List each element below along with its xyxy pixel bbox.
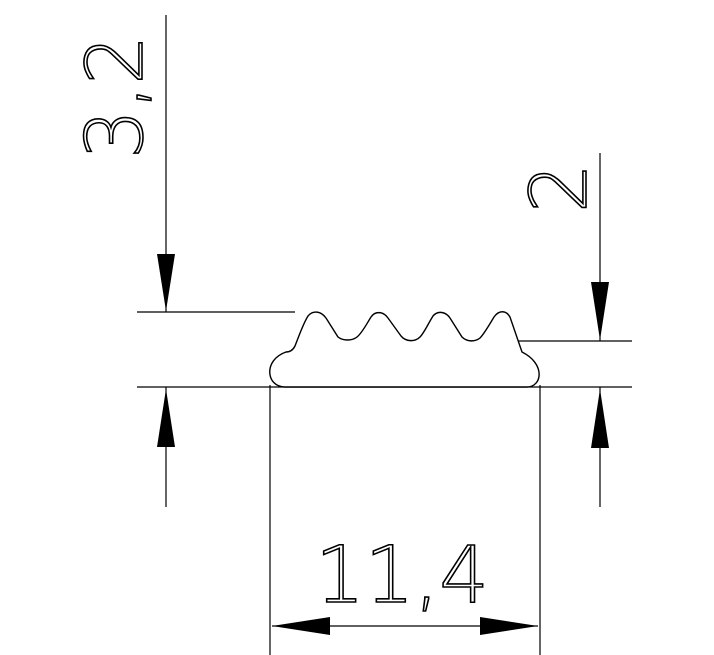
arrow-width-right — [480, 617, 538, 635]
arrow-right-up — [591, 389, 609, 448]
label-height-total: 3,2 — [71, 35, 161, 159]
arrow-left-down — [157, 254, 175, 311]
arrow-width-left — [272, 617, 330, 635]
label-height-base: 2 — [515, 163, 605, 213]
seal-profile — [269, 311, 540, 388]
arrow-right-down — [591, 282, 609, 340]
label-width: 11,4 — [315, 531, 489, 621]
arrow-left-up — [157, 389, 175, 447]
